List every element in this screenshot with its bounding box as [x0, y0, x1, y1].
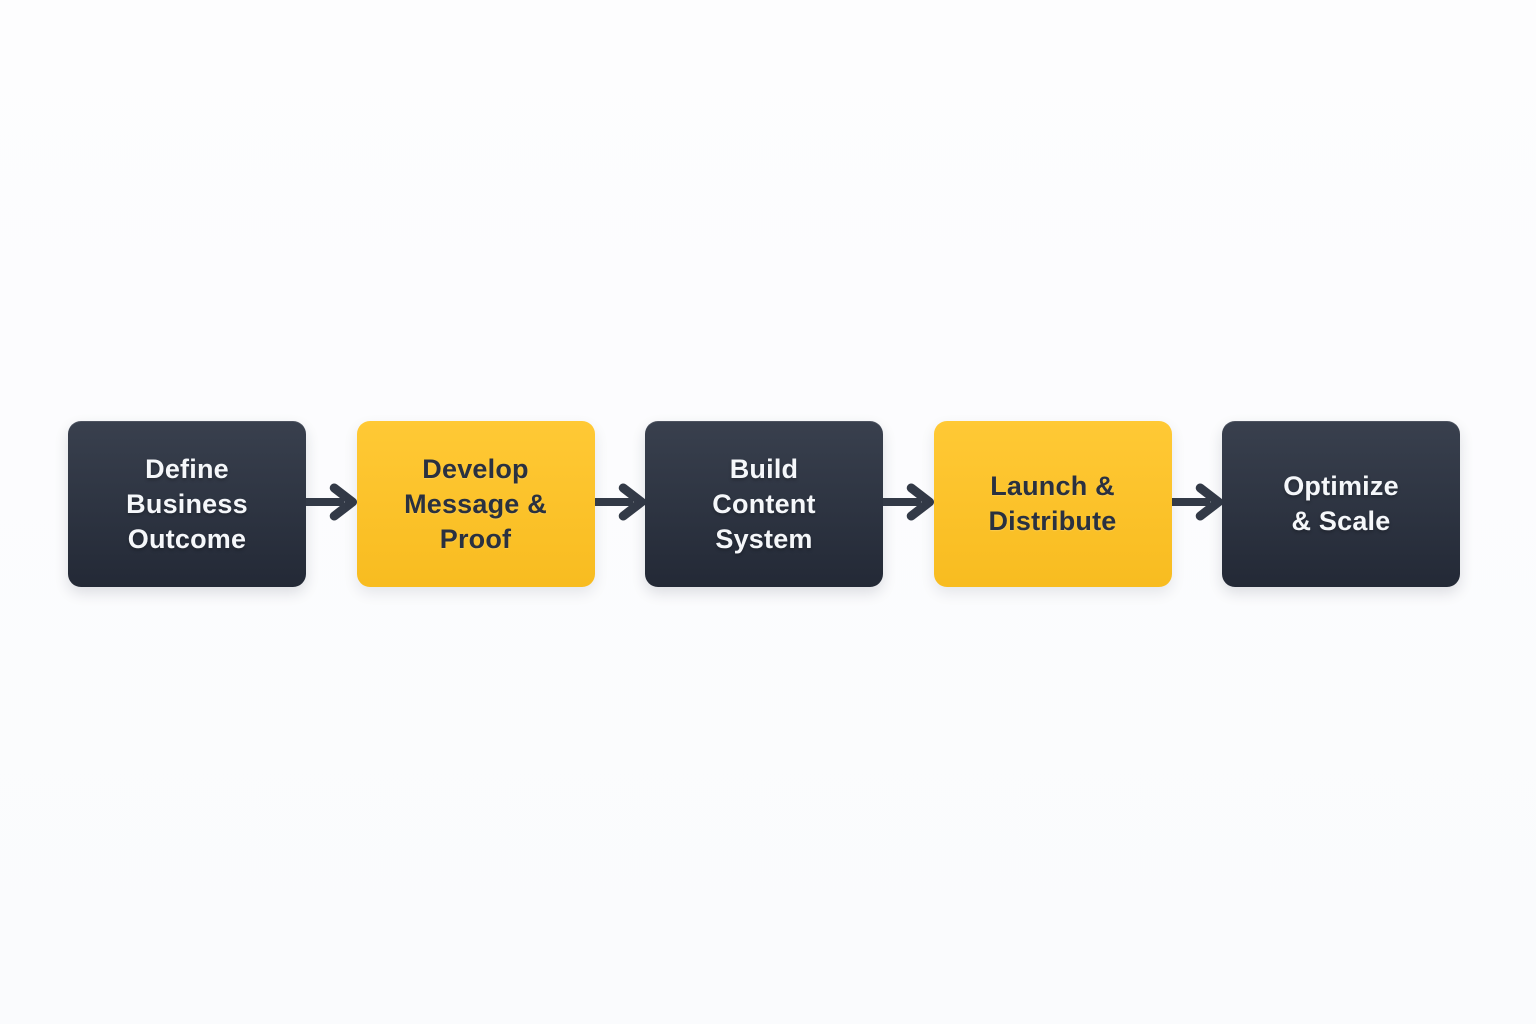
- step-launch-distribute: Launch & Distribute: [933, 421, 1172, 587]
- arrow-right-icon: [883, 480, 934, 524]
- step-build-content-system: Build Content System: [645, 421, 883, 587]
- step-label: Build Content System: [712, 453, 816, 554]
- step-develop-message-proof: Develop Message & Proof: [356, 421, 595, 587]
- arrow-right-icon: [1171, 480, 1222, 524]
- step-label: Develop Message & Proof: [404, 453, 547, 554]
- step-label: Optimize & Scale: [1283, 471, 1399, 536]
- process-flow: Define Business Outcome Develop Message …: [68, 421, 1460, 587]
- arrow-right-icon: [594, 480, 645, 524]
- step-label: Define Business Outcome: [126, 453, 248, 554]
- step-define-business-outcome: Define Business Outcome: [68, 421, 306, 587]
- arrow-right-icon: [306, 480, 357, 524]
- step-optimize-scale: Optimize & Scale: [1222, 421, 1460, 587]
- step-label: Launch & Distribute: [988, 471, 1117, 536]
